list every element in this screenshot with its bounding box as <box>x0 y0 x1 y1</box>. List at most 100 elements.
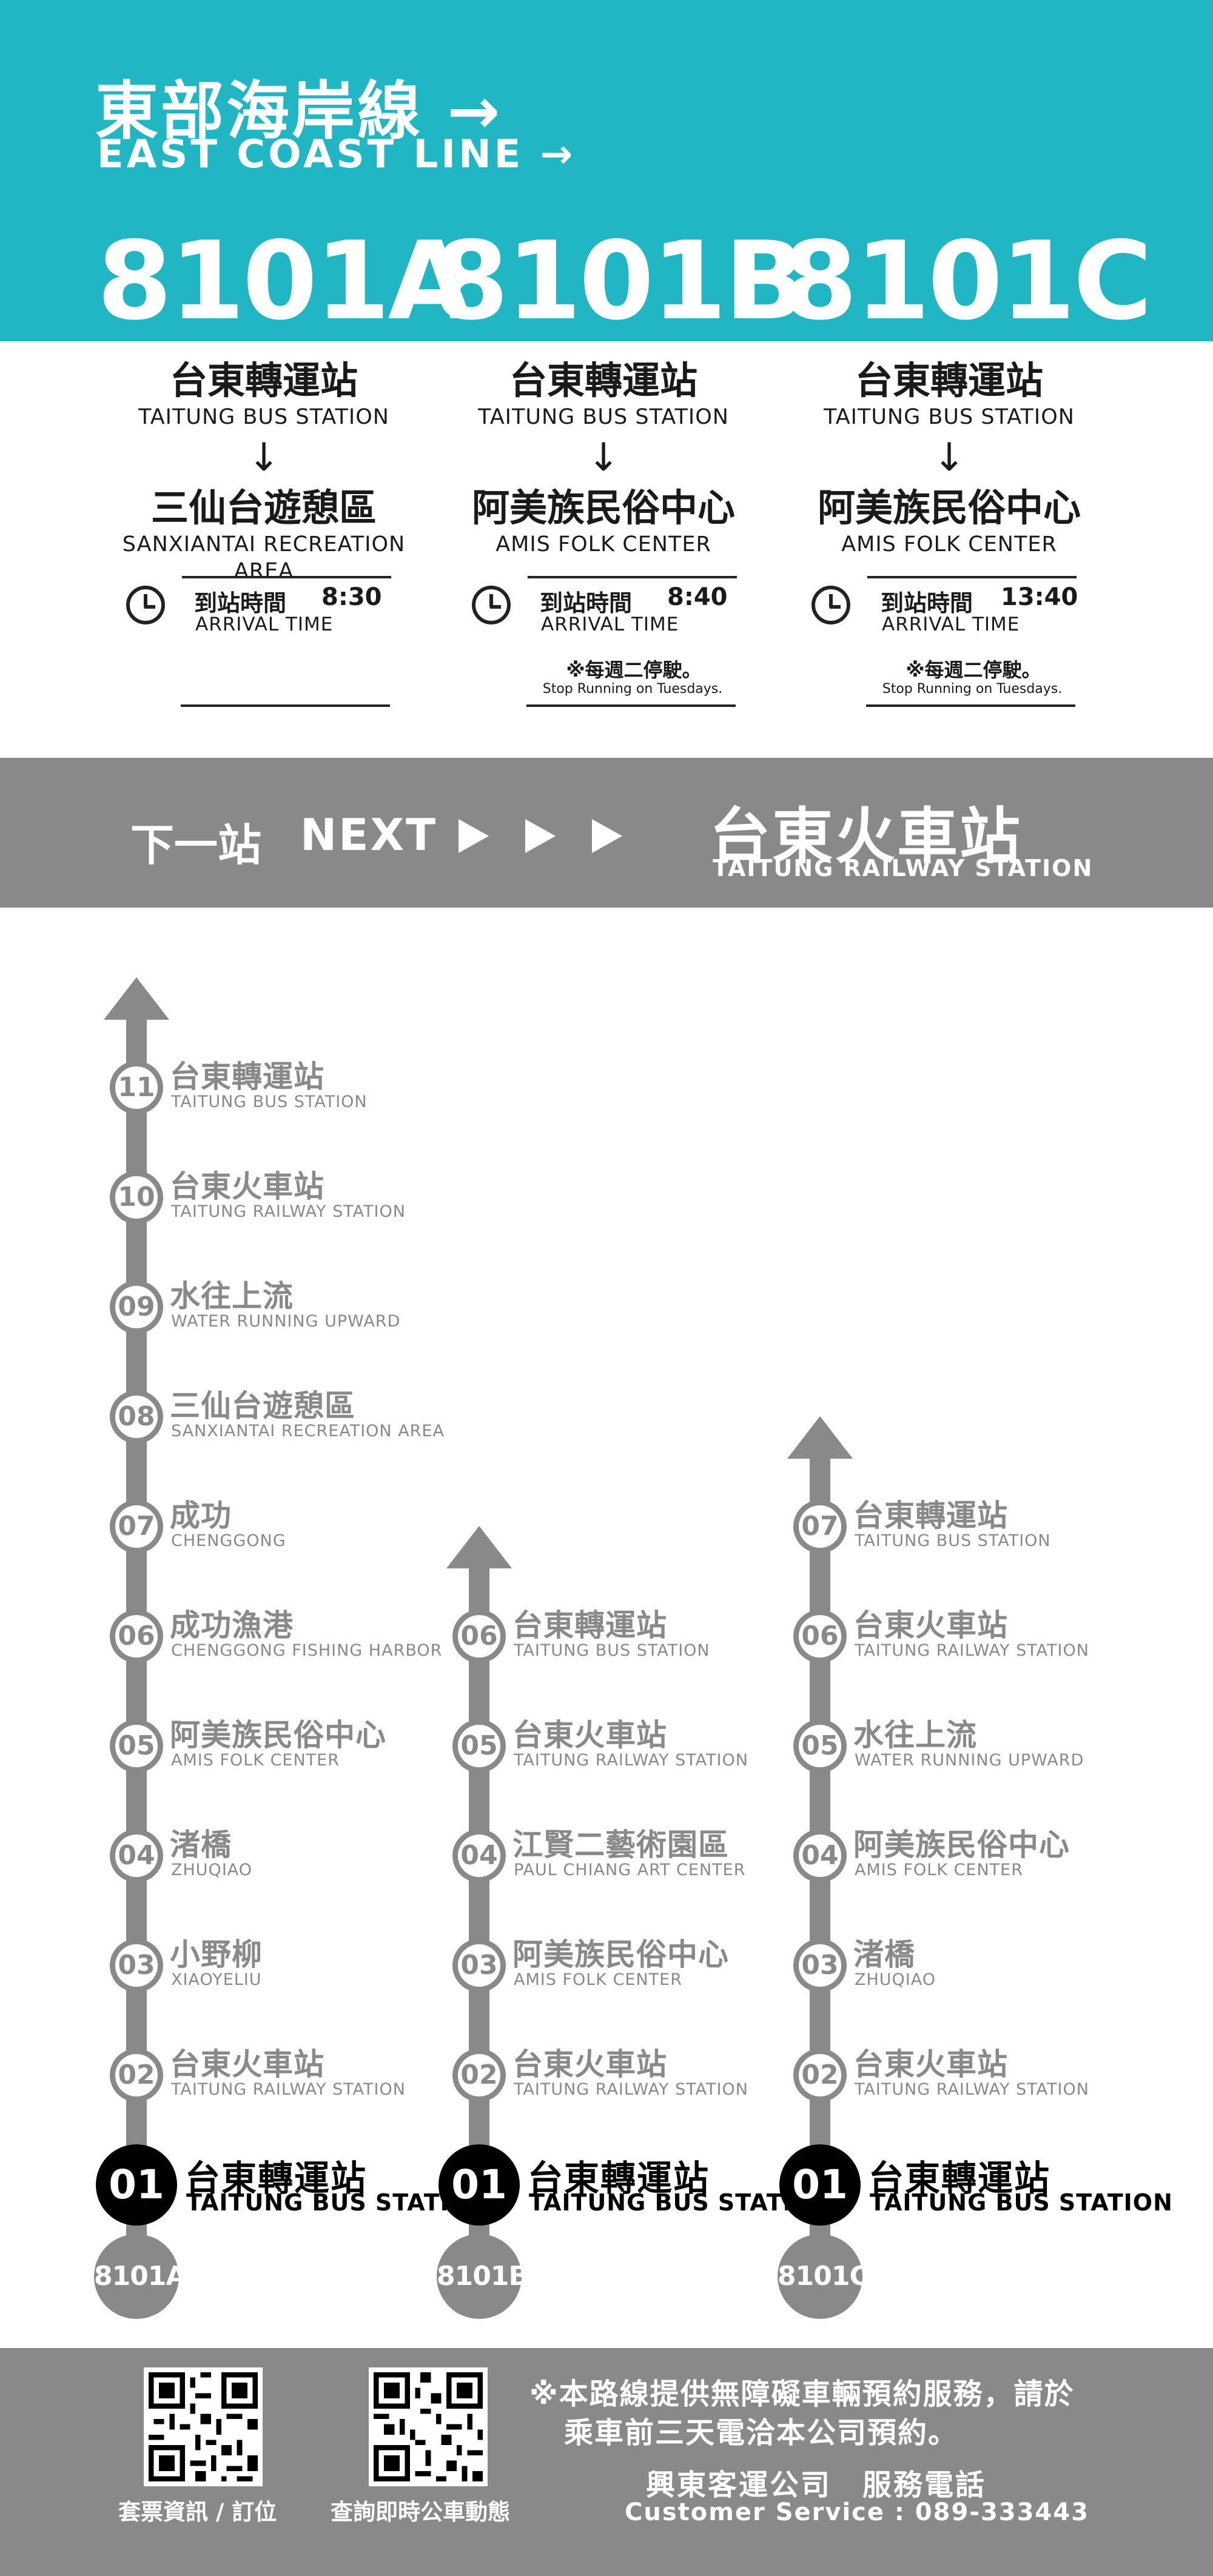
route-badge: 8101B <box>437 2234 529 2319</box>
company-service-label: 興東客運公司 服務電話 <box>646 2468 987 2502</box>
stop-number: 09 <box>110 1280 163 1334</box>
stop-name-zh: 水往上流 <box>170 1279 294 1314</box>
arrival-label-zh: 到站時間 <box>540 590 633 617</box>
divider-line <box>181 704 390 707</box>
route-code-c: 8101C <box>782 218 1152 344</box>
stop-number: 06 <box>793 1610 847 1663</box>
stop-name-zh: 台東火車站 <box>512 2047 667 2082</box>
arrival-time: 8:40 <box>667 583 728 611</box>
stop-name-zh: 台東轉運站 <box>512 1608 667 1643</box>
play-arrow-icon <box>459 819 489 853</box>
stop-name-en: CHENGGONG FISHING HARBOR <box>171 1641 443 1660</box>
customer-service-phone: Customer Service : 089-333443 <box>625 2498 1089 2526</box>
stop-name-en: TAITUNG BUS STATION <box>514 1641 710 1660</box>
arrival-label-zh: 到站時間 <box>194 590 287 617</box>
stop-name-zh: 阿美族民俗中心 <box>853 1827 1070 1862</box>
stop-number-current: 01 <box>438 2144 520 2226</box>
next-label-en: NEXT <box>300 809 438 860</box>
origin-zh: 台東轉運站 <box>169 358 358 403</box>
stop-number: 03 <box>452 1939 506 1992</box>
service-note-en: Stop Running on Tuesdays. <box>542 681 723 697</box>
stop-name-en: TAITUNG RAILWAY STATION <box>171 2080 406 2099</box>
stop-name-zh: 台東轉運站 <box>185 2158 368 2199</box>
destination-en: SANXIANTAI RECREATION AREA <box>122 532 406 583</box>
arrival-label-zh: 到站時間 <box>881 590 973 617</box>
stop-name-zh: 台東火車站 <box>170 1169 324 1204</box>
origin-en: TAITUNG BUS STATION <box>824 405 1075 429</box>
arrival-label-en: ARRIVAL TIME <box>882 614 1020 635</box>
next-station-en: TAITUNG RAILWAY STATION <box>713 855 1094 882</box>
qr-caption-realtime: 查詢即時公車動態 <box>331 2499 510 2525</box>
stop-name-en: XIAOYELIU <box>171 1970 262 1989</box>
qr-code-icon[interactable] <box>144 2367 263 2486</box>
divider-line <box>867 576 1077 578</box>
stop-number: 11 <box>110 1061 163 1114</box>
stop-number-current: 01 <box>96 2144 177 2226</box>
stop-number: 10 <box>110 1171 163 1224</box>
service-note-zh: ※每週二停駛。 <box>566 658 702 681</box>
clock-icon <box>811 586 850 624</box>
service-note-zh: ※每週二停駛。 <box>906 658 1041 681</box>
down-arrow-icon: ↓ <box>933 435 966 480</box>
line-title-en: EAST COAST LINE → <box>97 132 576 177</box>
stop-number: 04 <box>110 1829 163 1882</box>
route-badge: 8101A <box>94 2234 187 2319</box>
down-arrow-icon: ↓ <box>587 435 620 480</box>
stop-name-en: TAITUNG RAILWAY STATION <box>171 1202 406 1221</box>
stop-number: 05 <box>452 1719 506 1773</box>
up-arrow-icon <box>787 1416 853 1459</box>
stop-name-zh: 小野柳 <box>170 1937 263 1972</box>
stop-number: 04 <box>452 1829 506 1882</box>
down-arrow-icon: ↓ <box>247 435 280 480</box>
stop-name-en: WATER RUNNING UPWARD <box>855 1751 1084 1770</box>
accessibility-notice-1: ※本路線提供無障礙車輛預約服務，請於 <box>529 2377 1075 2411</box>
arrival-time: 8:30 <box>321 583 382 611</box>
stop-name-en: AMIS FOLK CENTER <box>855 1861 1023 1879</box>
origin-en: TAITUNG BUS STATION <box>478 405 729 429</box>
service-note-en: Stop Running on Tuesdays. <box>882 681 1063 697</box>
arrival-time: 13:40 <box>1001 583 1078 611</box>
route-info-b: 台東轉運站 TAITUNG BUS STATION ↓ 阿美族民俗中心 AMIS… <box>434 358 773 558</box>
stop-name-en: CHENGGONG <box>171 1531 286 1550</box>
route-code-b: 8101B <box>434 218 807 344</box>
stop-number-current: 01 <box>779 2144 861 2226</box>
stop-name-zh: 江賢二藝術園區 <box>512 1827 729 1862</box>
stop-name-zh: 阿美族民俗中心 <box>170 1718 386 1753</box>
arrival-label-en: ARRIVAL TIME <box>541 614 679 635</box>
origin-zh: 台東轉運站 <box>855 358 1043 403</box>
stop-name-en: TAITUNG BUS STATION <box>186 2189 489 2216</box>
origin-zh: 台東轉運站 <box>509 358 697 403</box>
destination-zh: 阿美族民俗中心 <box>471 486 735 530</box>
stop-number: 05 <box>793 1719 847 1773</box>
play-arrow-icon <box>592 819 622 853</box>
stop-name-en: AMIS FOLK CENTER <box>171 1751 340 1770</box>
stop-number: 06 <box>110 1610 163 1663</box>
stop-number: 08 <box>110 1390 163 1444</box>
stop-name-en: PAUL CHIANG ART CENTER <box>514 1861 746 1879</box>
divider-line <box>182 576 391 578</box>
up-arrow-icon <box>104 977 169 1020</box>
stop-name-en: TAITUNG BUS STATION <box>855 1531 1051 1550</box>
stop-name-zh: 阿美族民俗中心 <box>512 1937 729 1972</box>
stop-name-zh: 台東轉運站 <box>170 1059 324 1094</box>
stop-number: 02 <box>110 2049 163 2102</box>
origin-en: TAITUNG BUS STATION <box>138 405 389 429</box>
stop-number: 03 <box>793 1939 847 1992</box>
qr-code-icon[interactable] <box>369 2367 488 2486</box>
stop-name-en: ZHUQIAO <box>855 1970 936 1989</box>
divider-line <box>866 704 1075 707</box>
stop-number: 07 <box>793 1500 847 1553</box>
stop-number: 02 <box>452 2049 506 2102</box>
stop-name-zh: 台東火車站 <box>170 2047 324 2082</box>
destination-zh: 阿美族民俗中心 <box>817 486 1081 530</box>
stop-name-en: AMIS FOLK CENTER <box>514 1970 682 1989</box>
stop-name-zh: 三仙台遊憩區 <box>170 1388 355 1423</box>
divider-line <box>526 704 736 707</box>
stop-name-zh: 水往上流 <box>853 1718 977 1753</box>
destination-en: AMIS FOLK CENTER <box>841 532 1057 557</box>
line-title-zh: 東部海岸線 → <box>95 74 503 148</box>
stop-name-zh: 台東轉運站 <box>853 1498 1008 1533</box>
route-badge: 8101C <box>778 2234 869 2319</box>
stop-name-en: TAITUNG RAILWAY STATION <box>855 2080 1089 2099</box>
